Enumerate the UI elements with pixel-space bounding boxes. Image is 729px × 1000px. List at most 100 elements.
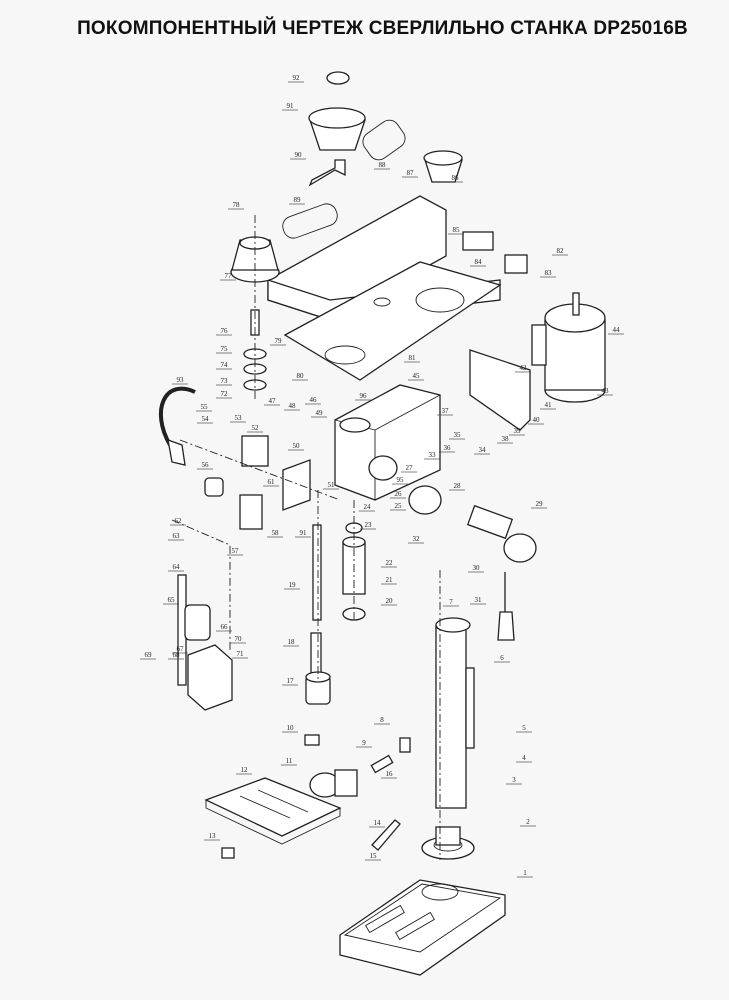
part-number-label: 18 [288, 638, 296, 646]
part-number-label: 13 [209, 832, 217, 840]
part-number-label: 31 [475, 596, 483, 604]
part-number-label: 68 [173, 651, 181, 659]
part-number-label: 28 [454, 482, 462, 490]
part-number-label: 88 [379, 161, 387, 169]
depth-gauge [177, 574, 233, 711]
part-number-label: 4 [522, 754, 526, 762]
part-number-label: 67 [177, 645, 185, 653]
part-number-label: 5 [522, 724, 526, 732]
part-number-label: 56 [202, 461, 210, 469]
motor-pulley [308, 71, 366, 151]
part-number-label: 96 [360, 392, 368, 400]
part-number-label: 26 [395, 490, 403, 498]
part-number-label: 89 [294, 196, 302, 204]
part-number-label: 50 [293, 442, 301, 450]
part-number-label: 84 [475, 258, 483, 266]
part-number-label: 20 [386, 597, 394, 605]
part-number-labels: 9291908887868978858482837776797574814473… [140, 74, 624, 878]
crank-handle [371, 819, 401, 851]
part-number-label: 75 [221, 345, 229, 353]
part-number-label: 71 [237, 650, 245, 658]
part-number-label: 79 [275, 337, 283, 345]
part-number-label: 82 [557, 247, 565, 255]
part-number-label: 44 [613, 326, 621, 334]
part-number-label: 53 [235, 414, 243, 422]
part-number-label: 55 [201, 403, 209, 411]
part-number-label: 91 [300, 529, 308, 537]
part-number-label: 27 [406, 464, 414, 472]
part-number-label: 15 [370, 852, 378, 860]
part-number-label: 7 [449, 598, 453, 606]
part-number-label: 83 [545, 269, 553, 277]
part-number-label: 63 [173, 532, 181, 540]
part-number-label: 9 [362, 739, 366, 747]
part-number-label: 72 [221, 390, 229, 398]
idler-shaft [308, 159, 346, 187]
part-number-label: 39 [514, 427, 522, 435]
part-number-label: 34 [479, 446, 487, 454]
table-support-parts [221, 734, 411, 859]
part-number-label: 69 [145, 651, 153, 659]
part-number-label: 91 [287, 102, 295, 110]
head-casting [334, 384, 441, 501]
middle-pulley [423, 150, 463, 183]
part-number-label: 41 [545, 401, 553, 409]
column-flange [421, 826, 475, 860]
part-number-label: 81 [409, 354, 417, 362]
column-tube [435, 620, 475, 809]
work-table [204, 777, 342, 845]
pulley-cover [267, 195, 502, 381]
column-ring [435, 617, 471, 633]
part-number-label: 22 [386, 559, 394, 567]
control-panel [204, 435, 311, 530]
part-number-label: 45 [413, 372, 421, 380]
diagram-title: ПОКОМПОНЕНТНЫЙ ЧЕРТЕЖ СВЕРЛИЛЬНО СТАНКА … [77, 18, 688, 39]
part-number-label: 3 [512, 776, 516, 784]
part-number-label: 11 [286, 757, 293, 765]
part-number-label: 10 [287, 724, 295, 732]
part-number-label: 87 [407, 169, 415, 177]
part-number-label: 64 [173, 563, 181, 571]
part-number-label: 74 [221, 361, 229, 369]
part-number-label: 95 [397, 476, 405, 484]
part-number-label: 14 [374, 819, 382, 827]
motor-bracket [469, 349, 531, 431]
part-number-label: 25 [395, 502, 403, 510]
part-number-label: 16 [386, 770, 394, 778]
belts [282, 119, 406, 239]
table-bracket [309, 769, 358, 798]
part-number-label: 38 [502, 435, 510, 443]
part-number-label: 61 [268, 478, 276, 486]
part-number-label: 62 [175, 517, 183, 525]
part-number-label: 90 [295, 151, 303, 159]
part-number-label: 46 [310, 396, 318, 404]
part-number-label: 32 [413, 535, 421, 543]
part-number-label: 80 [297, 372, 305, 380]
part-number-label: 48 [289, 402, 297, 410]
part-number-label: 73 [221, 377, 229, 385]
part-number-label: 35 [454, 431, 462, 439]
part-number-label: 49 [316, 409, 324, 417]
part-number-label: 42 [520, 364, 528, 372]
part-number-label: 19 [289, 581, 297, 589]
motor [531, 292, 606, 403]
part-number-label: 1 [523, 869, 527, 877]
base-plate [339, 879, 506, 976]
part-number-label: 47 [269, 397, 277, 405]
lamp [159, 386, 196, 466]
part-number-label: 78 [233, 201, 241, 209]
part-number-label: 6 [500, 654, 504, 662]
part-number-label: 37 [442, 407, 450, 415]
part-number-label: 29 [536, 500, 544, 508]
part-number-label: 54 [202, 415, 210, 423]
part-number-label: 76 [221, 327, 229, 335]
depth-rod [497, 572, 515, 641]
part-number-label: 21 [386, 576, 394, 584]
part-number-label: 23 [365, 521, 373, 529]
part-number-label: 40 [533, 416, 541, 424]
part-number-label: 77 [225, 272, 233, 280]
part-number-label: 52 [252, 424, 260, 432]
feed-hub [408, 485, 537, 563]
part-number-label: 57 [232, 547, 240, 555]
